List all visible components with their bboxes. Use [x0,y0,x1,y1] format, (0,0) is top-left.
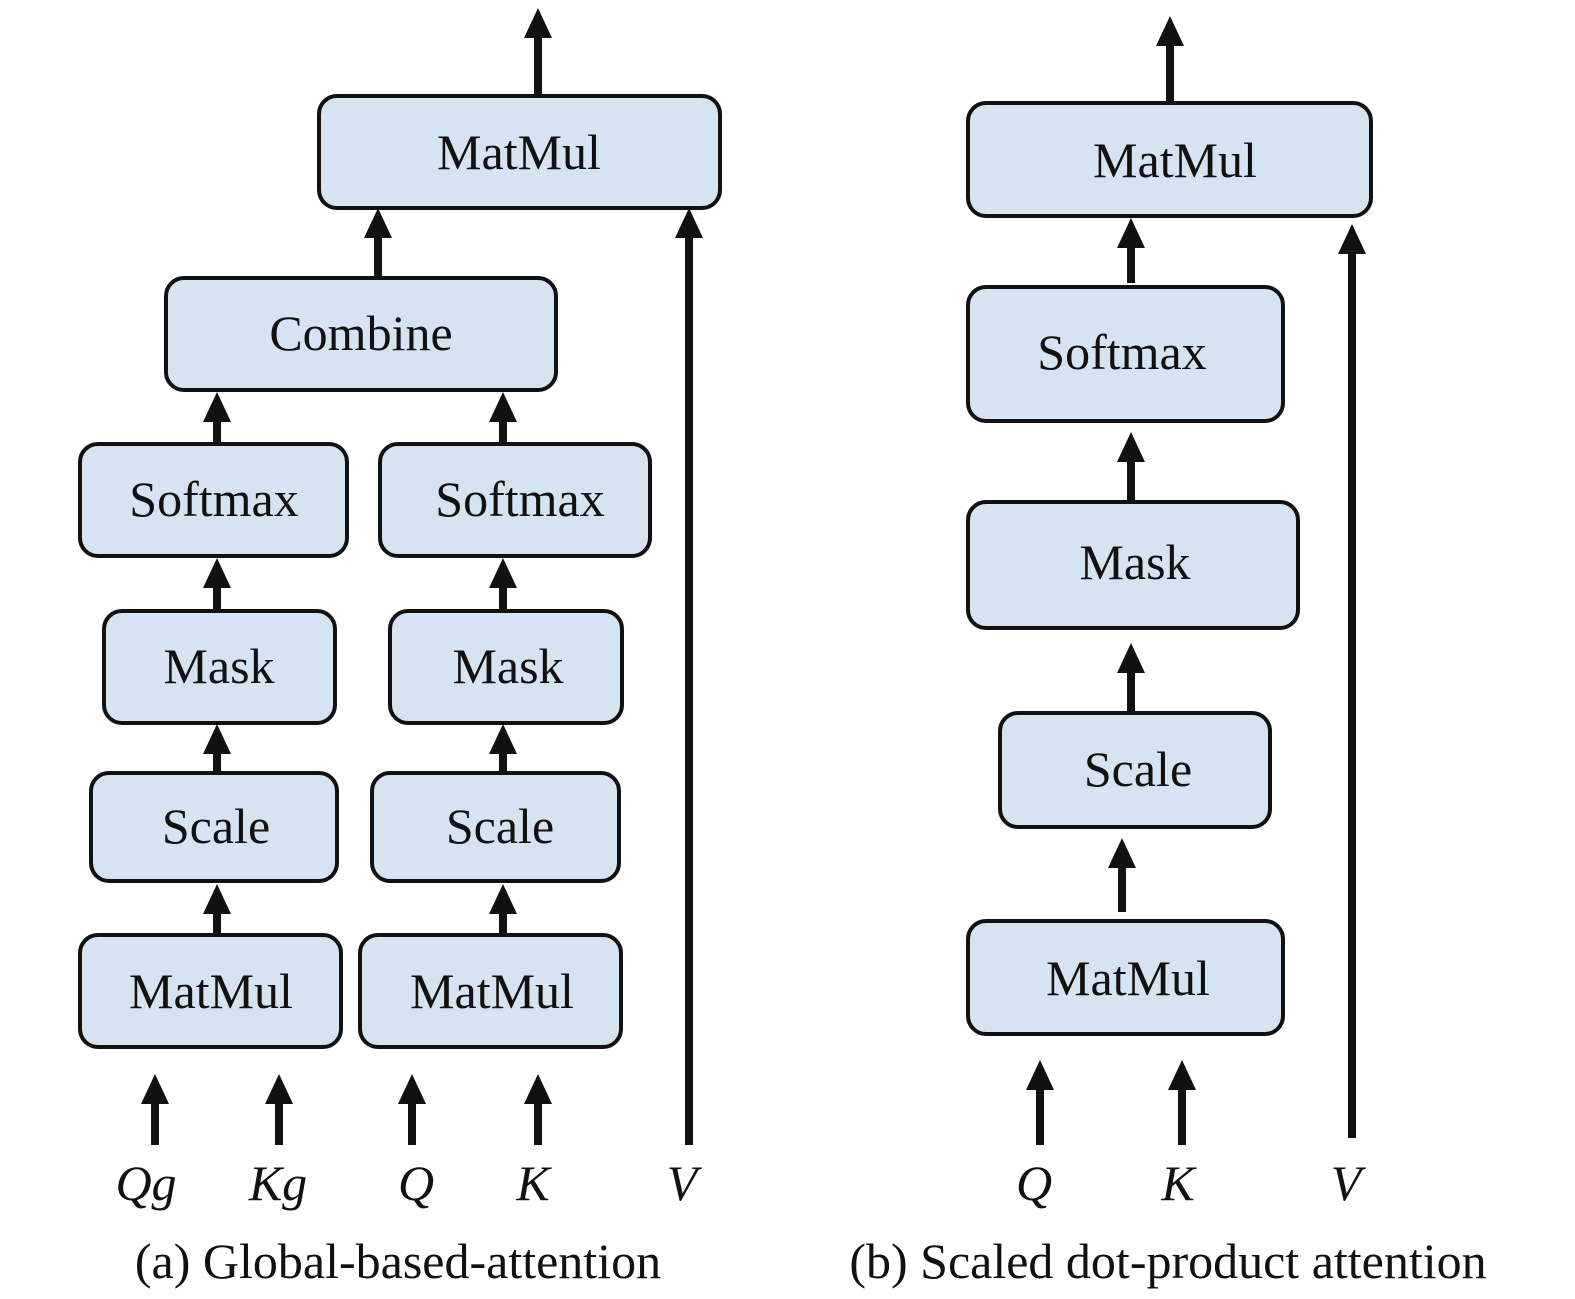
a-right-softmax-to-combine-arrow [489,392,517,444]
b-matmul-to-scale-arrow [1108,838,1136,912]
b-output-arrow [1156,16,1184,103]
b-input-k-arrow [1168,1060,1196,1145]
b-softmax-label: Softmax [1037,324,1206,380]
b-mask-label: Mask [1079,534,1190,590]
a-combine-block: Combine [164,276,558,392]
a-right-mask-to-softmax-arrow [489,558,517,611]
b-input-v-label: V [1331,1155,1367,1211]
a-input-qg-label: Qg [115,1155,176,1211]
a-top-matmul-label: MatMul [437,124,601,180]
a-input-v-arrow [675,208,703,1145]
b-input-v-arrow [1338,224,1366,1138]
a-input-kg-arrow [265,1074,293,1145]
b-input-q-label: Q [1016,1155,1052,1211]
b-caption: (b) Scaled dot-product attention [849,1233,1486,1289]
a-right-matmul-to-scale-arrow [489,884,517,935]
a-input-k-label: K [515,1155,552,1211]
a-left-scale-label: Scale [162,798,270,854]
a-right-mask-block: Mask [388,609,624,725]
b-top-matmul-label: MatMul [1093,132,1257,188]
a-left-mask-block: Mask [102,609,337,725]
b-scale-to-mask-arrow [1117,643,1145,713]
b-matmul-block: MatMul [966,919,1285,1036]
a-right-matmul-label: MatMul [410,963,574,1019]
diagram-global-based-attention: MatMul Combine Softmax Mask [78,8,722,1289]
a-left-mask-label: Mask [163,638,274,694]
b-scale-block: Scale [998,711,1272,829]
b-input-q-arrow [1026,1060,1054,1145]
b-input-k-label: K [1160,1155,1197,1211]
a-left-softmax-label: Softmax [129,471,298,527]
a-combine-label: Combine [269,305,452,361]
a-left-softmax-to-combine-arrow [203,392,231,444]
a-right-softmax-label: Softmax [435,471,604,527]
a-right-softmax-block: Softmax [378,442,652,558]
a-combine-to-matmul-arrow [364,208,392,278]
a-left-matmul-to-scale-arrow [203,884,231,935]
a-left-mask-to-softmax-arrow [203,558,231,611]
a-top-matmul-block: MatMul [317,94,722,210]
b-matmul-label: MatMul [1046,950,1210,1006]
b-softmax-to-matmul-arrow [1117,218,1145,283]
b-top-matmul-block: MatMul [966,101,1373,218]
b-mask-block: Mask [966,500,1300,630]
a-left-scale-to-mask-arrow [203,724,231,773]
a-output-arrow [524,8,552,96]
a-left-softmax-block: Softmax [78,442,349,558]
a-left-matmul-block: MatMul [78,933,343,1049]
b-softmax-block: Softmax [966,285,1285,423]
a-caption: (a) Global-based-attention [135,1233,661,1289]
a-input-kg-label: Kg [248,1155,307,1211]
b-mask-to-softmax-arrow [1117,432,1145,502]
a-left-matmul-label: MatMul [129,963,293,1019]
a-right-scale-label: Scale [446,798,554,854]
a-input-k-arrow [524,1074,552,1145]
a-input-q-label: Q [398,1155,434,1211]
a-left-scale-block: Scale [89,771,339,883]
a-right-mask-label: Mask [452,638,563,694]
diagram-scaled-dot-product-attention: MatMul Softmax Mask Scale [849,16,1487,1289]
a-right-scale-to-mask-arrow [489,724,517,773]
a-input-v-label: V [667,1155,703,1211]
a-right-scale-block: Scale [370,771,621,883]
a-input-qg-arrow [141,1074,169,1145]
a-input-q-arrow [398,1074,426,1145]
b-scale-label: Scale [1084,741,1192,797]
a-right-matmul-block: MatMul [358,933,623,1049]
